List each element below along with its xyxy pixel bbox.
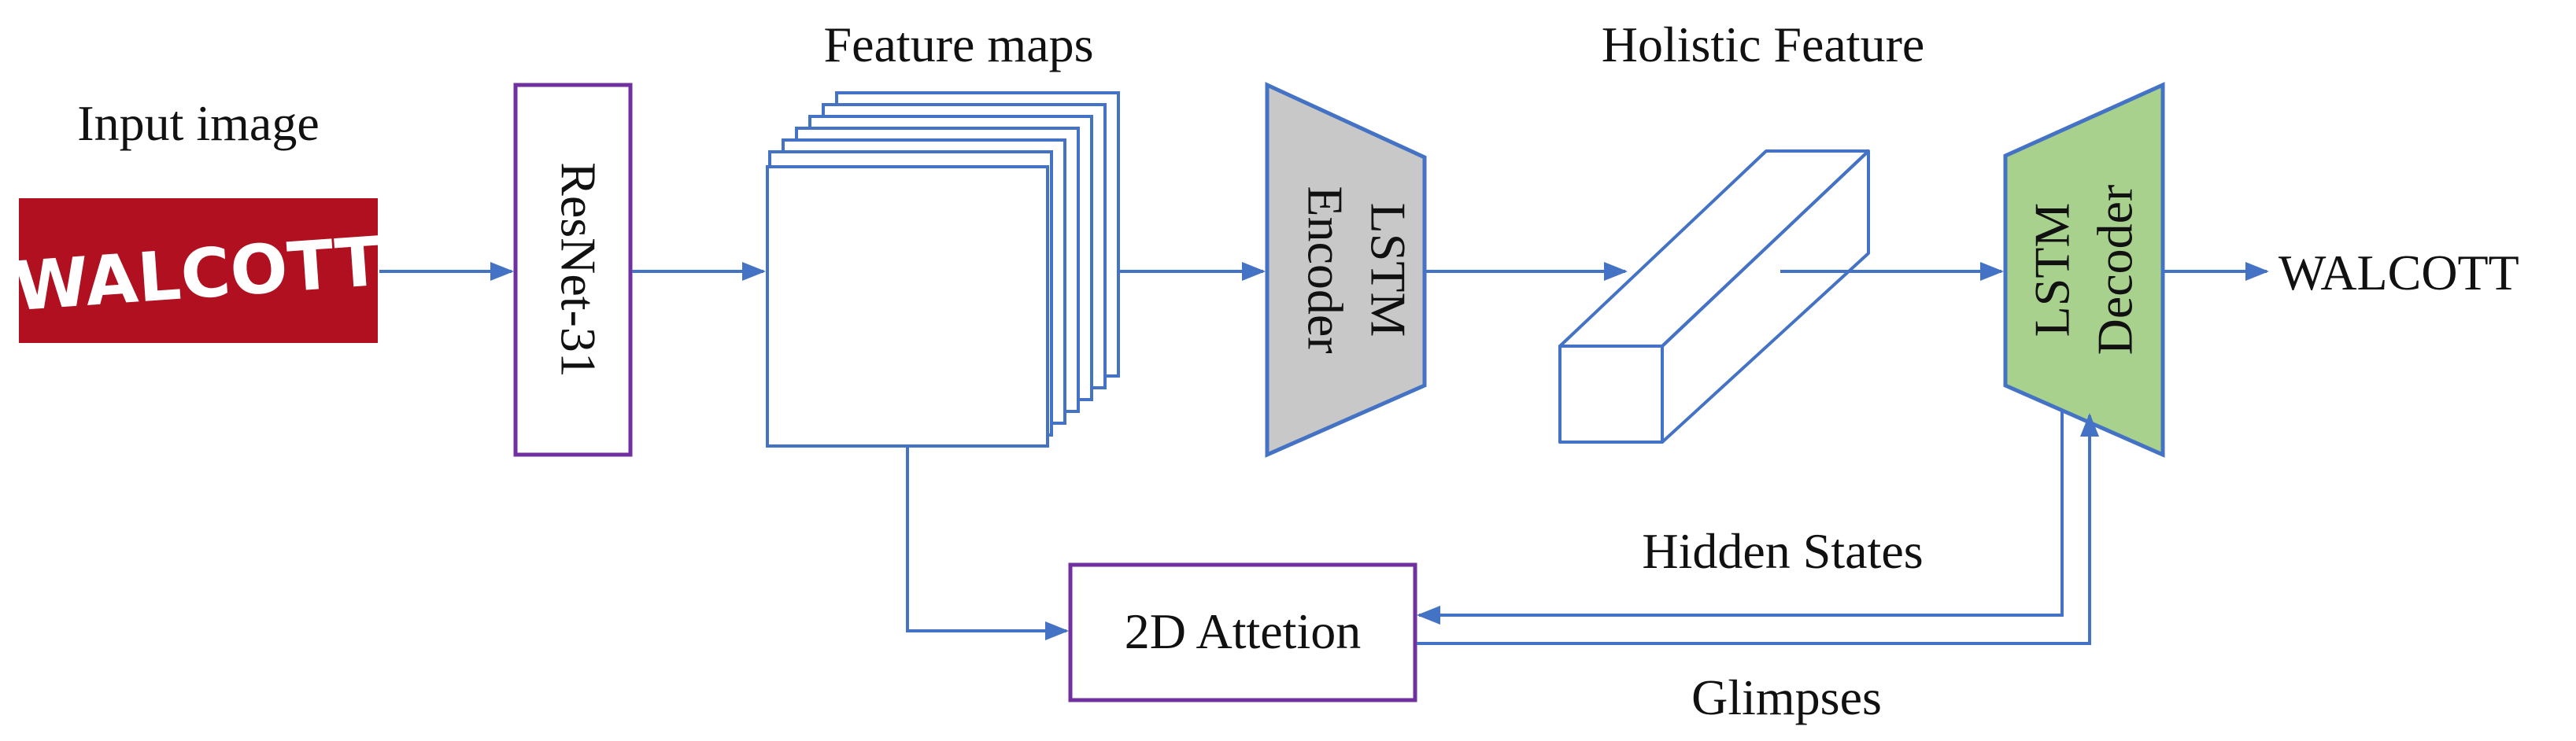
arrow-hidden-states xyxy=(1417,411,2064,625)
holistic-feature-label: Holistic Feature xyxy=(1602,17,1925,72)
hidden-states-label: Hidden States xyxy=(1642,523,1923,579)
output-label: WALCOTT xyxy=(2278,245,2519,300)
encoder-label-line1: LSTM xyxy=(1360,203,1416,337)
attention-label: 2D Attetion xyxy=(1125,603,1361,659)
arrow-glimpses xyxy=(1417,413,2099,645)
feature-maps-stack xyxy=(766,91,1120,448)
lstm-decoder-block: LSTM Decoder xyxy=(2003,82,2165,458)
decoder-label-line2: Decoder xyxy=(2087,185,2143,356)
glimpses-label: Glimpses xyxy=(1691,669,1882,725)
input-image: WALCOTT xyxy=(11,198,384,343)
input-image-label: Input image xyxy=(77,95,319,151)
arrow-features-to-attention xyxy=(906,446,1069,640)
lstm-encoder-block: LSTM Encoder xyxy=(1265,82,1427,458)
feature-map-front xyxy=(766,165,1049,448)
resnet-label: ResNet-31 xyxy=(550,162,606,378)
encoder-label-line2: Encoder xyxy=(1297,186,1353,353)
feature-maps-label: Feature maps xyxy=(824,17,1094,72)
attention-block: 2D Attetion xyxy=(1068,562,1417,702)
decoder-label-line1: LSTM xyxy=(2024,203,2080,337)
resnet-block: ResNet-31 xyxy=(513,83,633,457)
holistic-feature-bar xyxy=(1558,149,1870,444)
